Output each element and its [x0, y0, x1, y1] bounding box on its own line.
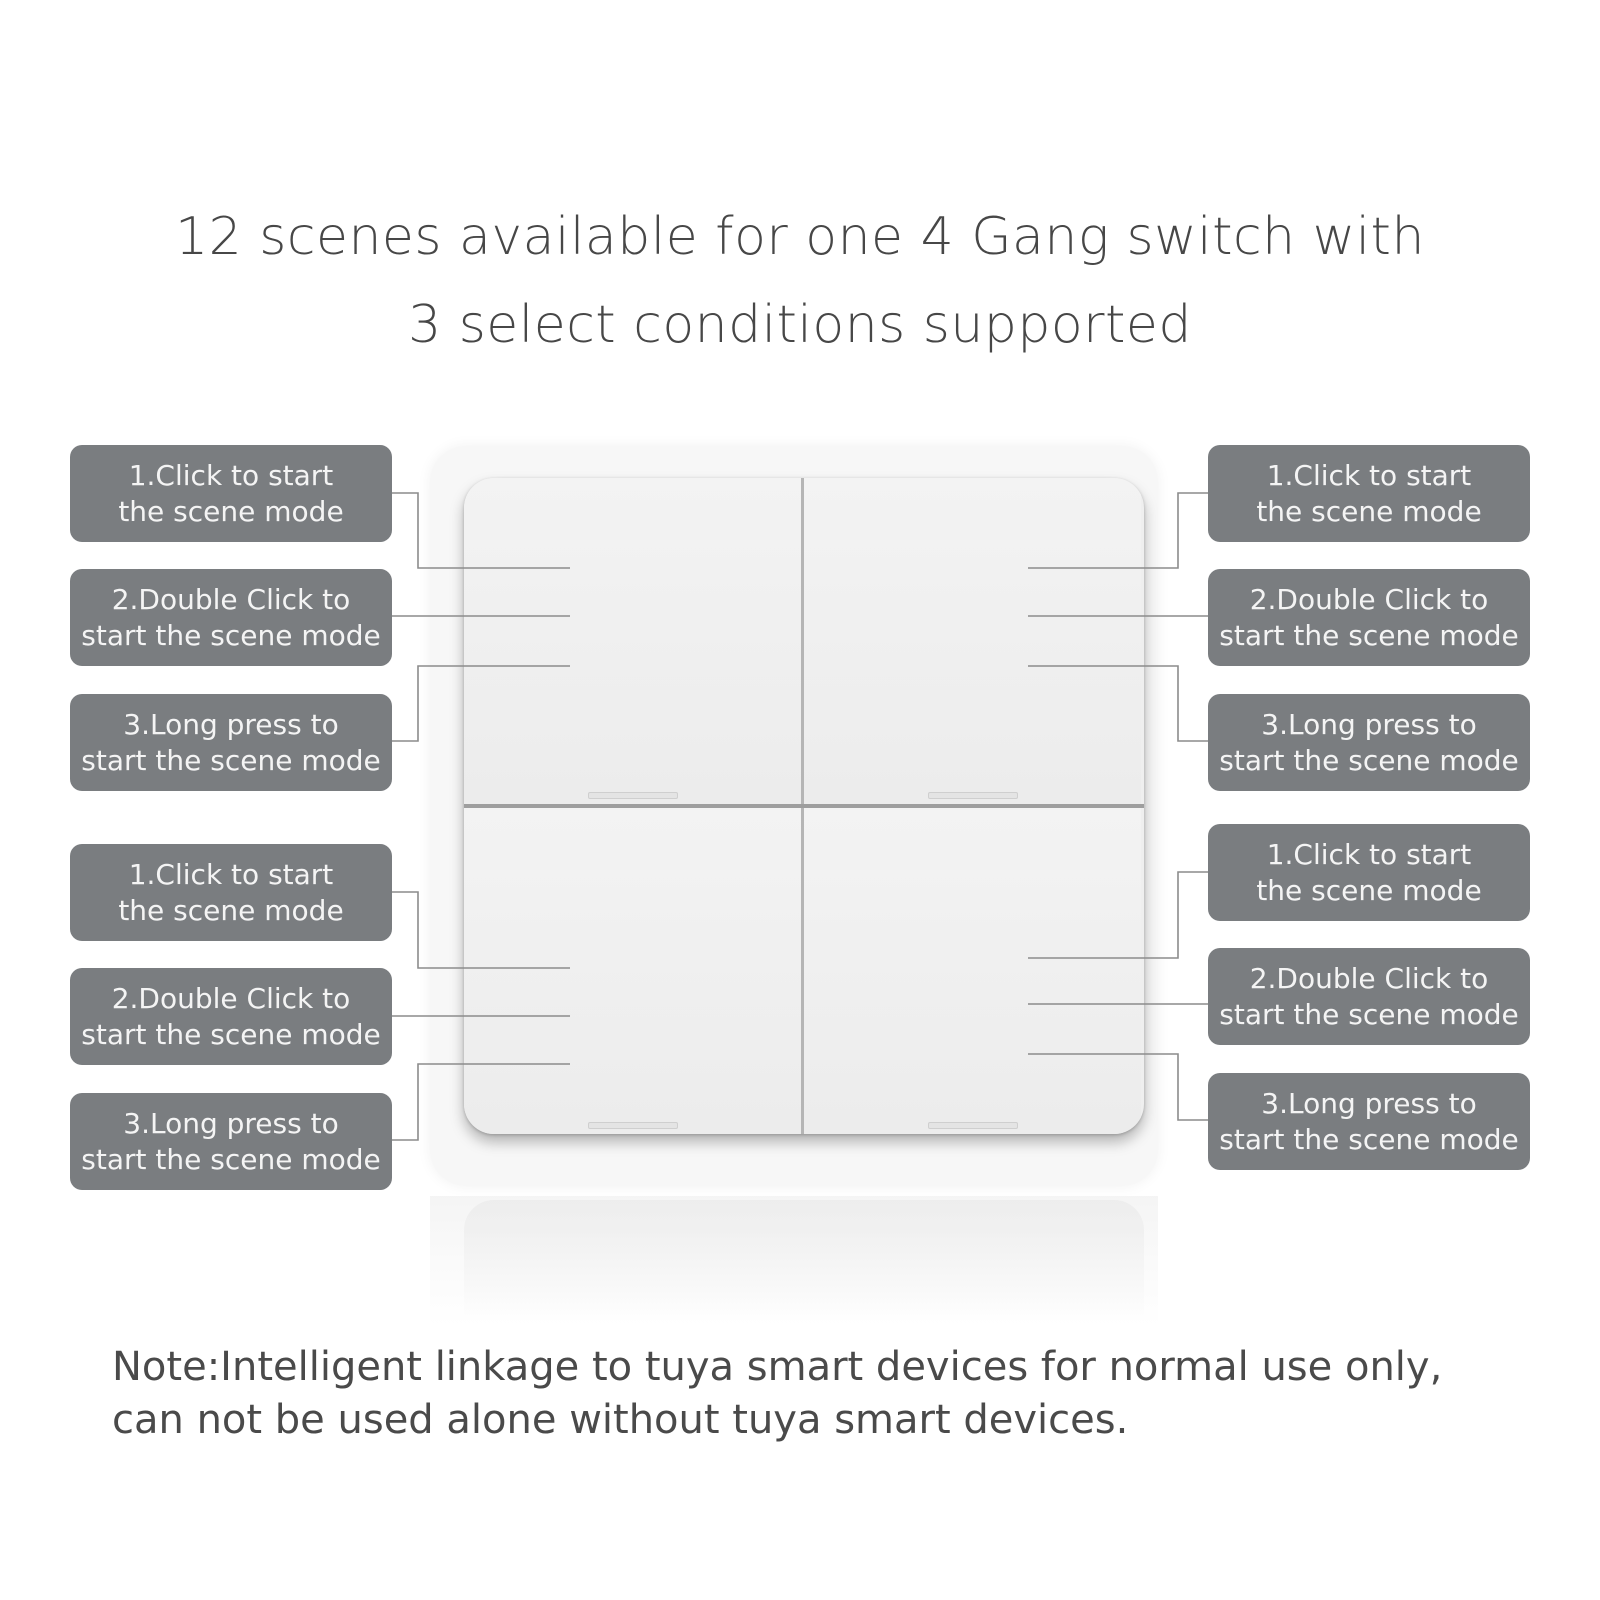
leader-line	[392, 492, 570, 569]
leader-line	[1028, 1053, 1208, 1121]
switch-key-bottom-right[interactable]	[804, 808, 1141, 1134]
callout-top-right-click: 1.Click to start the scene mode	[1208, 445, 1530, 542]
callout-top-left-long-press: 3.Long press to start the scene mode	[70, 694, 392, 791]
switch-plate	[464, 478, 1144, 1134]
leader-line	[1028, 665, 1208, 742]
callout-bottom-right-click: 1.Click to start the scene mode	[1208, 824, 1530, 921]
switch-key-bottom-left[interactable]	[464, 808, 801, 1134]
leader-line	[392, 665, 570, 742]
callout-bottom-left-long-press: 3.Long press to start the scene mode	[70, 1093, 392, 1190]
leader-line	[1028, 871, 1208, 959]
note-line-2: can not be used alone without tuya smart…	[112, 1397, 1129, 1443]
indicator-led	[928, 1122, 1018, 1129]
headline-line-1: 12 scenes available for one 4 Gang switc…	[175, 207, 1425, 267]
note-line-1: Note:Intelligent linkage to tuya smart d…	[112, 1344, 1443, 1390]
leader-line	[1028, 492, 1208, 569]
headline-line-2: 3 select conditions supported	[408, 295, 1192, 355]
indicator-led	[928, 792, 1018, 799]
switch-key-top-left[interactable]	[464, 478, 801, 804]
switch-key-top-right[interactable]	[804, 478, 1141, 804]
callout-bottom-right-long-press: 3.Long press to start the scene mode	[1208, 1073, 1530, 1170]
callout-top-left-double-click: 2.Double Click to start the scene mode	[70, 569, 392, 666]
callout-top-right-long-press: 3.Long press to start the scene mode	[1208, 694, 1530, 791]
callout-top-right-double-click: 2.Double Click to start the scene mode	[1208, 569, 1530, 666]
callout-bottom-left-double-click: 2.Double Click to start the scene mode	[70, 968, 392, 1065]
callout-top-left-click: 1.Click to start the scene mode	[70, 445, 392, 542]
indicator-led	[588, 1122, 678, 1129]
switch-reflection-plate	[464, 1200, 1144, 1320]
callout-bottom-right-double-click: 2.Double Click to start the scene mode	[1208, 948, 1530, 1045]
callout-bottom-left-click: 1.Click to start the scene mode	[70, 844, 392, 941]
leader-line	[392, 891, 570, 969]
key-divider-horizontal	[464, 804, 1144, 808]
indicator-led	[588, 792, 678, 799]
leader-line	[392, 1063, 570, 1141]
